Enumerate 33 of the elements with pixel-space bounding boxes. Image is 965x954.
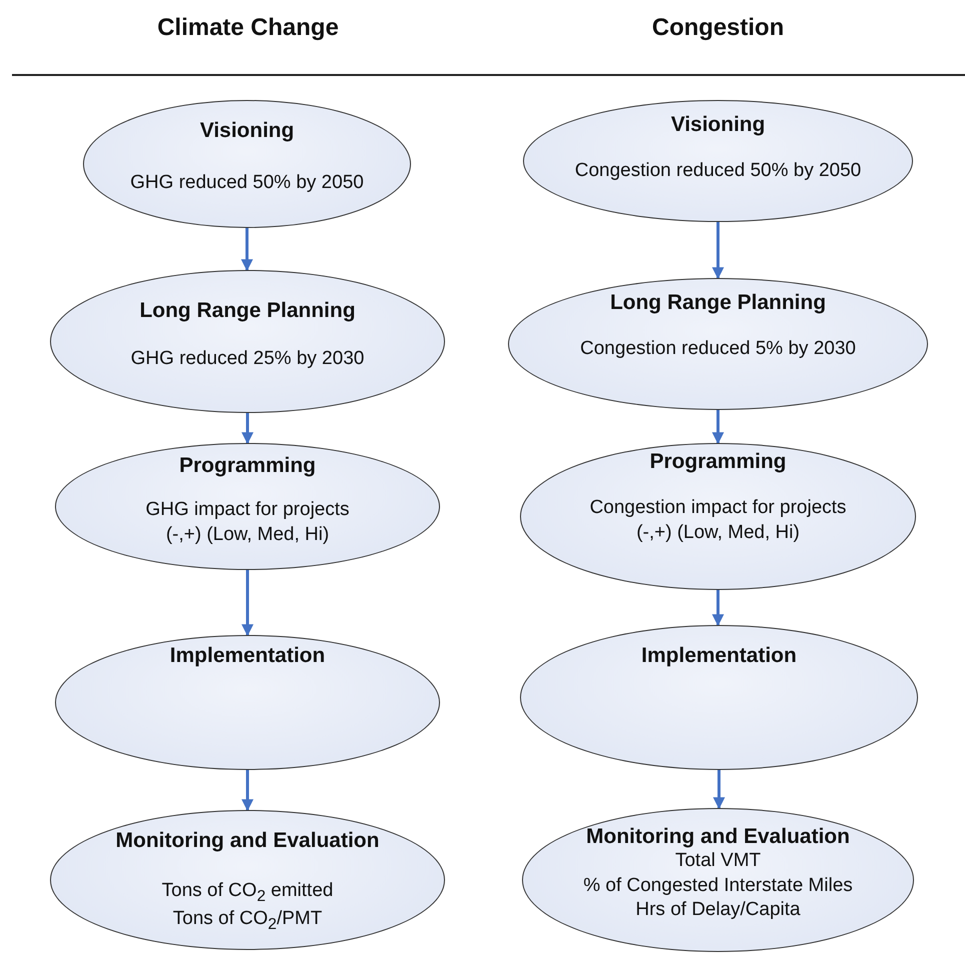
column-heading: Climate Change [156, 14, 340, 42]
stage-title: Implementation [641, 644, 797, 668]
stage-target: GHG reduced 25% by 2030 [130, 347, 364, 371]
stage-target: Tons of CO$_{2}$/PMT [172, 907, 322, 936]
stage-title: Long Range Planning [140, 299, 356, 323]
stage-target: Total VMT [675, 849, 761, 873]
stage-title: Monitoring and Evaluation [586, 825, 850, 849]
arrow [242, 570, 254, 636]
stage-target: GHG impact for projects [146, 498, 350, 522]
stage-target: Hrs of Delay/Capita [636, 898, 800, 922]
stage-target: Congestion reduced 50% by 2050 [574, 159, 862, 183]
arrow [241, 228, 253, 272]
stage-title: Programming [650, 450, 786, 474]
column-heading: Congestion [651, 14, 785, 42]
stage-target: Tons of CO$_{2}$ emitted [162, 879, 334, 907]
stage-title: Visioning [200, 119, 294, 143]
arrow [242, 413, 254, 444]
stage-title: Visioning [670, 113, 766, 137]
stage-target: GHG reduced 50% by 2050 [130, 171, 364, 195]
stage-target: Congestion impact for projects [590, 496, 846, 520]
stage-title: Monitoring and Evaluation [116, 829, 380, 853]
stage-target: (-,+) (Low, Med, Hi) [166, 522, 330, 547]
stage-target: (-,+) (Low, Med, Hi) [636, 520, 800, 545]
stage-target: Congestion reduced 5% by 2030 [580, 337, 856, 361]
stage-target: % of Congested Interstate Miles [583, 874, 853, 898]
stage-title: Long Range Planning [610, 291, 826, 315]
stage-title: Implementation [170, 644, 326, 668]
arrow [713, 770, 725, 810]
arrow [712, 222, 724, 280]
arrow [242, 770, 254, 812]
arrow [712, 410, 724, 444]
stage-title: Programming [179, 454, 316, 478]
arrow [712, 590, 724, 626]
